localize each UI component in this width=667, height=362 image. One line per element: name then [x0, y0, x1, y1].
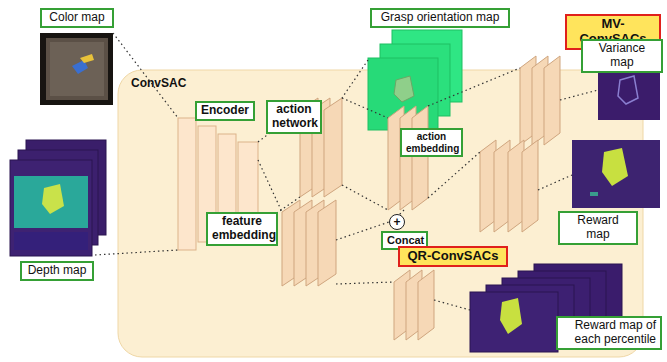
- dotted-leader: [428, 68, 520, 106]
- dotted-leader: [336, 282, 394, 284]
- dotted-leader: [342, 185, 388, 210]
- node-text: QR-ConvSACs: [404, 249, 502, 264]
- reward-image: [590, 192, 598, 196]
- percentile-reward-stack: [470, 292, 558, 352]
- depth-image-stack: [10, 140, 106, 256]
- action-embedding-layers: [412, 106, 428, 210]
- action-embedding-layers: [388, 106, 428, 210]
- color-image: [40, 33, 113, 105]
- node-text: Variance map: [587, 42, 657, 70]
- node-text: Depth map: [26, 264, 88, 278]
- encoder-layers: [178, 118, 196, 250]
- color-image: [40, 33, 113, 105]
- depth-image-stack: [10, 160, 92, 256]
- layer-label: Encoder: [195, 101, 255, 121]
- output-label: Variance map: [581, 39, 663, 73]
- input-label: Color map: [40, 8, 114, 28]
- node-text: Reward map: [564, 214, 632, 242]
- grasp-map-stack: [394, 76, 414, 102]
- action-network-layers: [324, 98, 342, 197]
- node-text: Reward map of each percentile: [562, 319, 656, 347]
- node-text: action embedding: [406, 131, 457, 154]
- depth-image-stack: [14, 176, 88, 228]
- node-text: Encoder: [201, 104, 249, 118]
- input-label: Depth map: [20, 261, 94, 281]
- node-text: Color map: [46, 11, 108, 25]
- qr-layers: [418, 270, 434, 340]
- node-text: ConvSAC: [131, 77, 630, 91]
- color-image: [50, 42, 104, 96]
- layer-label: feature embedding: [206, 212, 278, 246]
- reward-layers: [480, 140, 538, 232]
- mv-layers: [520, 56, 560, 145]
- dotted-leader: [95, 250, 178, 255]
- input-label: Grasp orientation map: [370, 8, 510, 28]
- variance-image: [618, 76, 638, 104]
- reward-image: [572, 140, 660, 208]
- node-text: action network: [272, 103, 316, 131]
- dotted-leader: [560, 90, 598, 100]
- feature-embedding-layers: [282, 200, 336, 286]
- dotted-leader: [434, 300, 470, 310]
- concat-symbol: [390, 215, 405, 230]
- dotted-leader: [428, 152, 480, 198]
- depth-image-stack: [42, 184, 64, 214]
- variant-label: QR-ConvSACs: [398, 246, 508, 267]
- output-label: Reward map of each percentile: [556, 316, 662, 350]
- dotted-leader: [399, 210, 404, 215]
- node-text: feature embedding: [212, 215, 272, 243]
- dotted-leader: [113, 33, 178, 118]
- dotted-leader: [342, 98, 388, 118]
- reward-image: [572, 140, 660, 208]
- node-text: Grasp orientation map: [376, 11, 504, 25]
- concat-symbol: [390, 215, 405, 230]
- reward-layers: [522, 140, 538, 232]
- color-image: [46, 38, 108, 100]
- dotted-leader: [95, 33, 598, 310]
- dotted-leader: [538, 175, 572, 190]
- layer-label: action embedding: [400, 128, 463, 157]
- concat-sign: +: [391, 215, 403, 229]
- reward-image: [602, 148, 628, 186]
- depth-image-stack: [14, 232, 88, 250]
- qr-layers: [394, 270, 434, 340]
- layer-label: action network: [266, 100, 322, 134]
- mv-layers: [544, 56, 560, 145]
- output-label: Reward map: [558, 211, 638, 245]
- node-text: Concat: [387, 234, 422, 247]
- dotted-leader: [258, 160, 282, 212]
- feature-embedding-layers: [318, 200, 336, 286]
- color-image: [80, 54, 94, 63]
- dotted-leader: [342, 60, 368, 98]
- percentile-reward-stack: [500, 298, 522, 334]
